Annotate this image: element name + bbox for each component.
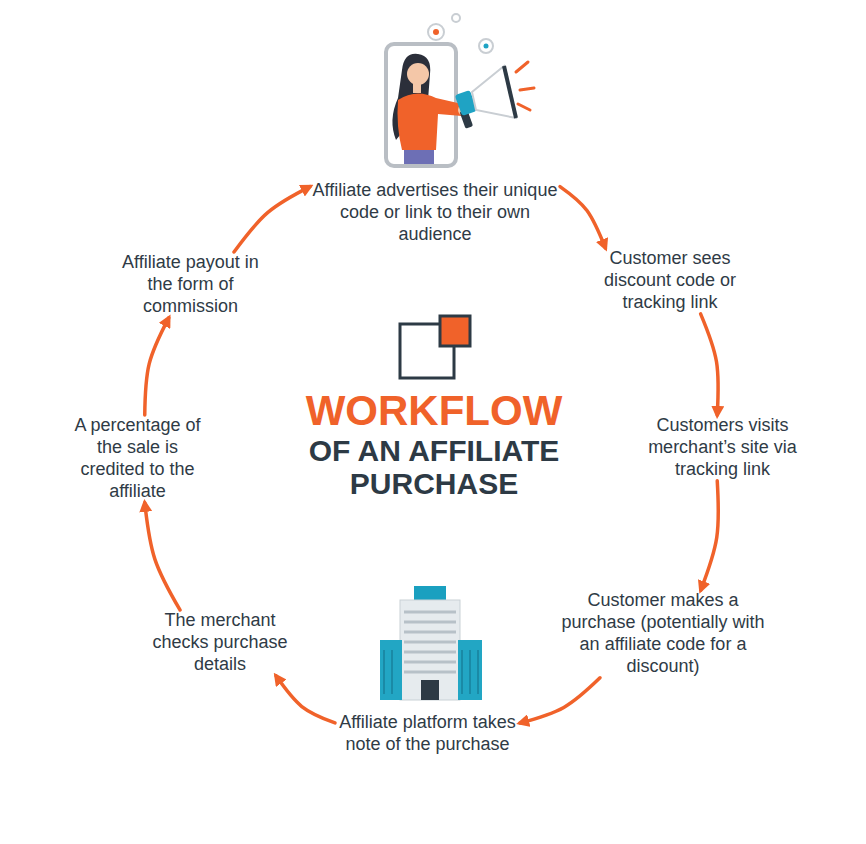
flow-arrow xyxy=(145,503,180,610)
step-text: Customer sees discount code or tracking … xyxy=(585,248,755,314)
step-node: The merchant checks purchase details xyxy=(140,610,300,676)
bubble xyxy=(452,14,460,22)
square-icon xyxy=(400,316,470,378)
bubble-dot xyxy=(433,29,439,35)
building-tower xyxy=(400,600,460,700)
step-text: Customers visits merchant’s site via tra… xyxy=(635,415,810,481)
step-node: Customer makes a purchase (potentially w… xyxy=(558,590,768,678)
face xyxy=(407,63,429,85)
sound-lines xyxy=(516,62,534,110)
building-cap xyxy=(414,586,446,600)
bubble xyxy=(479,39,493,53)
building-door xyxy=(421,680,439,700)
flow-arrow xyxy=(560,187,605,248)
flow-arrow xyxy=(145,318,169,415)
woman-figure xyxy=(392,54,470,164)
megaphone-rim xyxy=(504,66,516,118)
step-text: Affiliate payout in the form of commissi… xyxy=(118,252,263,318)
flow-arrow xyxy=(234,187,310,252)
step-text: The merchant checks purchase details xyxy=(140,610,300,676)
pants xyxy=(404,150,434,164)
orange-top xyxy=(398,93,463,150)
step-node: Affiliate platform takes note of the pur… xyxy=(335,712,520,756)
step-node: Affiliate payout in the form of commissi… xyxy=(118,252,263,318)
diagram-title: WORKFLOW OF AN AFFILIATE PURCHASE xyxy=(290,388,578,500)
step-text: A percentage of the sale is credited to … xyxy=(65,415,210,503)
building-windows xyxy=(404,612,456,672)
step-node: Customers visits merchant’s site via tra… xyxy=(635,415,810,481)
bubble-dot xyxy=(484,44,489,49)
step-text: Affiliate advertises their unique code o… xyxy=(310,180,560,246)
flow-arrow xyxy=(520,678,600,723)
flow-arrow xyxy=(701,481,719,590)
flow-arrow xyxy=(276,676,335,723)
bubble xyxy=(428,24,444,40)
step-node: Affiliate advertises their unique code o… xyxy=(310,180,560,246)
orange-square xyxy=(440,316,470,346)
building-illustration xyxy=(380,586,482,700)
megaphone-cone xyxy=(472,66,516,118)
megaphone xyxy=(455,62,534,129)
step-node: A percentage of the sale is credited to … xyxy=(65,415,210,503)
neck xyxy=(413,83,421,93)
step-text: Affiliate platform takes note of the pur… xyxy=(335,712,520,756)
step-text: Customer makes a purchase (potentially w… xyxy=(558,590,768,678)
flow-arrow xyxy=(701,314,719,415)
step-node: Customer sees discount code or tracking … xyxy=(585,248,755,314)
